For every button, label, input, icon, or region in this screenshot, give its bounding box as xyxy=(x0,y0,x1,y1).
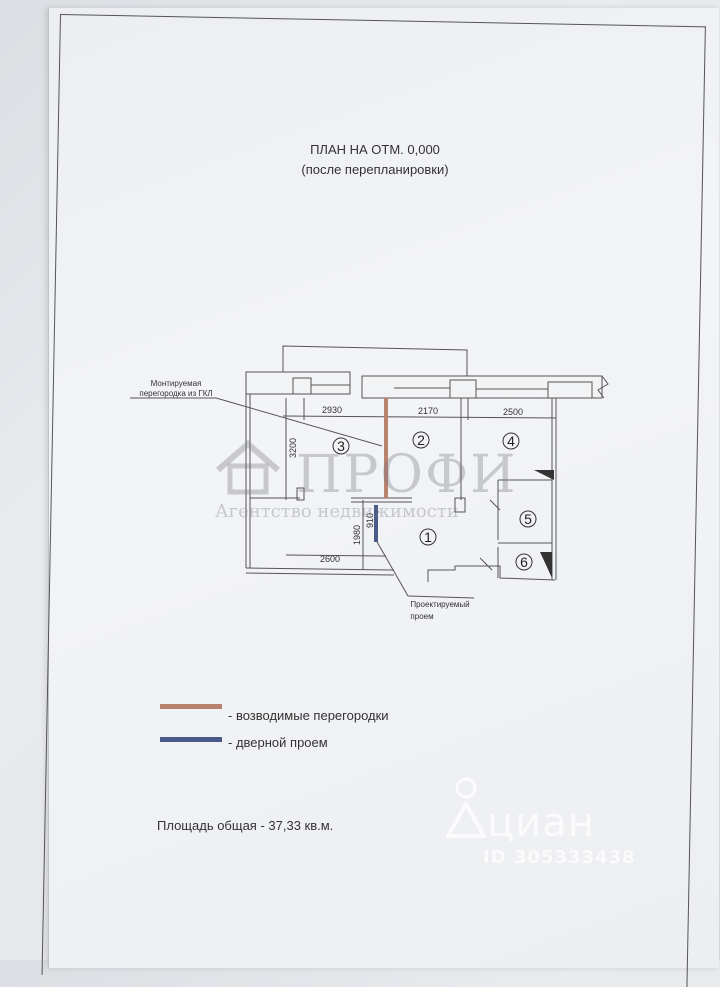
dim-line-top xyxy=(282,415,557,419)
room-number-4: 4 xyxy=(507,433,515,449)
room-number-3: 3 xyxy=(337,438,345,454)
dim-2930: 2930 xyxy=(322,405,342,415)
leader-opening-2 xyxy=(407,595,475,599)
annotation-opening-line2: проем xyxy=(410,612,433,621)
paper-sheet xyxy=(48,8,719,968)
leader-partition-2 xyxy=(215,397,383,447)
room-marker-2 xyxy=(412,431,430,449)
room2-pillar xyxy=(454,497,466,513)
room-marker-4 xyxy=(502,432,520,450)
room-marker-3 xyxy=(332,437,350,455)
agency-watermark-tagline: Агентство недвижимости xyxy=(215,501,459,522)
dim-2170: 2170 xyxy=(418,406,438,416)
total-area: Площадь общая - 37,33 кв.м. xyxy=(157,818,334,833)
annotation-opening-line1: Проектируемый xyxy=(410,600,469,609)
legend-label-opening: - дверной проем xyxy=(228,735,328,750)
dim-3200: 3200 xyxy=(288,438,298,458)
top-wall-right xyxy=(361,375,603,399)
bottom-wall-inner xyxy=(245,572,395,576)
room-number-2: 2 xyxy=(417,432,425,448)
legend-swatch-opening xyxy=(160,737,222,742)
plan-subtitle: (после перепланировки) xyxy=(301,162,449,177)
annotation-partition-line1: Монтируемая xyxy=(151,379,202,388)
room-marker-5 xyxy=(519,510,537,528)
annotation-partition-line2: перегородка из ГКЛ xyxy=(139,389,212,398)
door-swing-6 xyxy=(479,557,493,571)
bottom-wall xyxy=(245,567,395,571)
window-pier-1 xyxy=(292,377,312,395)
room-marker-1 xyxy=(419,528,437,546)
dim-910: 910 xyxy=(365,513,375,528)
plan-title: ПЛАН НА ОТМ. 0,000 xyxy=(310,142,440,157)
agency-watermark-name: ПРОФИ xyxy=(296,445,518,505)
dim-1980: 1980 xyxy=(352,525,362,545)
cian-watermark-id: ID 305333438 xyxy=(483,847,636,868)
house-logo-icon xyxy=(216,440,280,495)
dim-2500: 2500 xyxy=(503,407,523,417)
dim-line-bottom xyxy=(285,554,387,557)
stair-marker-6 xyxy=(540,552,552,578)
leader-opening xyxy=(375,539,409,597)
floor-plan: 2930 2170 2500 2600 3200 1980 910 3 2 4 … xyxy=(130,345,609,621)
cian-watermark-name: циан xyxy=(487,800,595,846)
room-number-1: 1 xyxy=(424,529,432,545)
door-swing-5 xyxy=(489,499,501,511)
room-marker-6 xyxy=(515,553,533,571)
bottom-wall-right xyxy=(427,565,556,582)
window-pier-3 xyxy=(547,381,593,399)
room-number-5: 5 xyxy=(524,511,532,527)
cian-pin-icon xyxy=(446,777,486,838)
window-pier-2 xyxy=(449,379,477,399)
room5-walls xyxy=(498,479,553,540)
room3-pillar xyxy=(296,487,305,501)
room-number-6: 6 xyxy=(520,554,528,570)
break-mark xyxy=(597,375,609,399)
stair-marker-4 xyxy=(534,470,554,480)
balcony-outline xyxy=(282,345,468,384)
legend-swatch-partitions xyxy=(160,704,222,709)
legend-label-partitions: - возводимые перегородки xyxy=(228,708,389,723)
dim-2600: 2600 xyxy=(320,554,340,564)
